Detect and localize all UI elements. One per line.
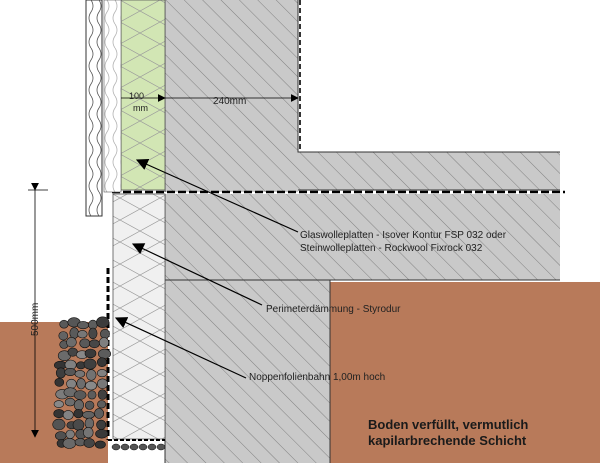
- wall-width-label: 240mm: [213, 96, 246, 107]
- glass-wool-callout-line-2: Steinwolleplatten - Rockwool Fixrock 032: [300, 243, 483, 254]
- leader-lines: [114, 158, 299, 379]
- membrane-callout: Noppenfolienbahn 1,00m hoch: [249, 372, 385, 383]
- perimeter-insulation: [112, 193, 166, 440]
- glass-wool-insulation: [120, 0, 166, 191]
- soil-note-line-2: kapilarbrechende Schicht: [368, 433, 527, 448]
- perimeter-callout: Perimeterdämmung - Styrodur: [266, 304, 401, 315]
- concrete-structure: [112, 0, 565, 463]
- insulation-width-label-1: 100: [129, 91, 144, 101]
- glass-wool-callout-line-1: Glaswolleplatten - Isover Kontur FSP 032…: [300, 230, 507, 241]
- timber-cladding: [85, 0, 122, 217]
- dimension-lines: [28, 94, 299, 438]
- insulation-width-label-2: mm: [133, 103, 148, 113]
- soil-note-line-1: Boden verfüllt, vermutlich: [368, 417, 528, 432]
- height-dimension-label: 500mm: [30, 303, 41, 336]
- gravel-drainage: [52, 316, 166, 451]
